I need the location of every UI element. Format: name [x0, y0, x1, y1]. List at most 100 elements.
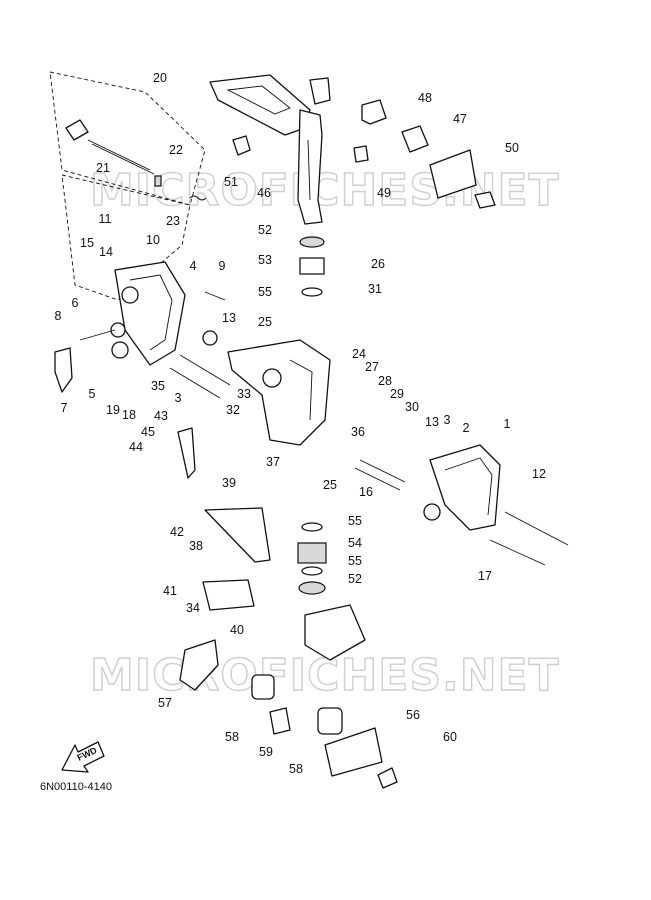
part-35-bolt [179, 354, 231, 386]
part-60-bolt [377, 767, 398, 789]
part-53-bushing-top [299, 257, 325, 275]
part-57-bracket [179, 639, 219, 691]
callout-30: 30 [405, 400, 419, 414]
part-38-bracket [204, 507, 271, 563]
watermark-bottom: MICROFICHES.NET [90, 650, 560, 701]
callout-43: 43 [154, 409, 168, 423]
part-7-lever [54, 347, 73, 393]
callout-18: 18 [122, 408, 136, 422]
swivel-bracket-left [110, 261, 186, 366]
part-9-pin [204, 291, 226, 301]
part-48-cap [361, 99, 387, 125]
callout-45: 45 [141, 425, 155, 439]
part-52-seal-top [299, 236, 325, 248]
part-5-washer [111, 341, 129, 359]
callout-49: 49 [377, 186, 391, 200]
callout-25: 25 [258, 315, 272, 329]
part-16-tube [359, 459, 406, 483]
callout-29: 29 [390, 387, 404, 401]
callout-42: 42 [170, 525, 184, 539]
callout-13: 13 [222, 311, 236, 325]
callout-46: 46 [257, 186, 271, 200]
callout-6: 6 [72, 296, 79, 310]
watermark-top: MICROFICHES.NET [90, 165, 560, 216]
callout-60: 60 [443, 730, 457, 744]
part-20-group [65, 119, 207, 201]
diagram-code: 6N00110-4140 [40, 781, 112, 793]
callout-11: 11 [99, 212, 112, 226]
callout-28: 28 [378, 374, 392, 388]
part-54-bushing [297, 542, 327, 564]
callout-50: 50 [505, 141, 519, 155]
part-34-spring-plate [202, 579, 255, 611]
callout-25: 25 [323, 478, 337, 492]
callout-55: 55 [348, 554, 362, 568]
callout-58: 58 [225, 730, 239, 744]
callout-7: 7 [61, 401, 68, 415]
callout-41: 41 [163, 584, 177, 598]
part-49-clip [353, 145, 369, 163]
part-55-washer-mid [301, 522, 323, 532]
callout-21: 21 [96, 161, 110, 175]
callout-52: 52 [258, 223, 272, 237]
part-51-clip [232, 135, 251, 156]
group-box-20 [49, 71, 206, 206]
callout-58: 58 [289, 762, 303, 776]
callout-22: 22 [169, 143, 183, 157]
callout-26: 26 [371, 257, 385, 271]
steering-bracket [227, 339, 331, 446]
part-58-cap-left [251, 674, 275, 700]
callout-54: 54 [348, 536, 362, 550]
callout-15: 15 [80, 236, 94, 250]
callout-34: 34 [186, 601, 200, 615]
part-52-seal-low [298, 581, 326, 595]
callout-13: 13 [425, 415, 439, 429]
part-48-cap-b [401, 125, 429, 153]
callout-24: 24 [352, 347, 366, 361]
callout-38: 38 [189, 539, 203, 553]
part-17-bolt [489, 539, 546, 566]
callout-27: 27 [365, 360, 379, 374]
callout-59: 59 [259, 745, 273, 759]
part-6-screw [79, 329, 116, 341]
fwd-arrow: FWD [61, 741, 105, 773]
callout-52: 52 [348, 572, 362, 586]
callout-39: 39 [222, 476, 236, 490]
tiller-handle [209, 74, 331, 225]
callout-2: 2 [463, 421, 470, 435]
part-43-lever [177, 427, 196, 479]
callout-10: 10 [146, 233, 160, 247]
callout-12: 12 [532, 467, 546, 481]
callout-35: 35 [151, 379, 165, 393]
callout-16: 16 [359, 485, 373, 499]
callout-4: 4 [190, 259, 197, 273]
callout-32: 32 [226, 403, 240, 417]
part-55-washer-low [301, 566, 323, 576]
callout-20: 20 [153, 71, 167, 85]
callout-36: 36 [351, 425, 365, 439]
callout-57: 57 [158, 696, 172, 710]
part-59-clip [269, 707, 291, 735]
part-clamp-lower [304, 604, 366, 661]
part-55-washer-top [301, 287, 323, 297]
callout-1: 1 [504, 417, 511, 431]
callout-8: 8 [55, 309, 62, 323]
callout-17: 17 [478, 569, 492, 583]
callout-48: 48 [418, 91, 432, 105]
part-13-bushing [202, 330, 218, 346]
callout-56: 56 [406, 708, 420, 722]
callout-5: 5 [89, 387, 96, 401]
callout-3: 3 [175, 391, 182, 405]
callout-23: 23 [166, 214, 180, 228]
clamp-bracket-right [423, 444, 501, 531]
part-58-cap-right [317, 707, 343, 735]
callout-14: 14 [99, 245, 113, 259]
callout-51: 51 [224, 175, 238, 189]
callout-19: 19 [106, 403, 120, 417]
callout-37: 37 [266, 455, 280, 469]
part-47-plate [429, 149, 477, 199]
callout-53: 53 [258, 253, 272, 267]
callout-47: 47 [453, 112, 467, 126]
